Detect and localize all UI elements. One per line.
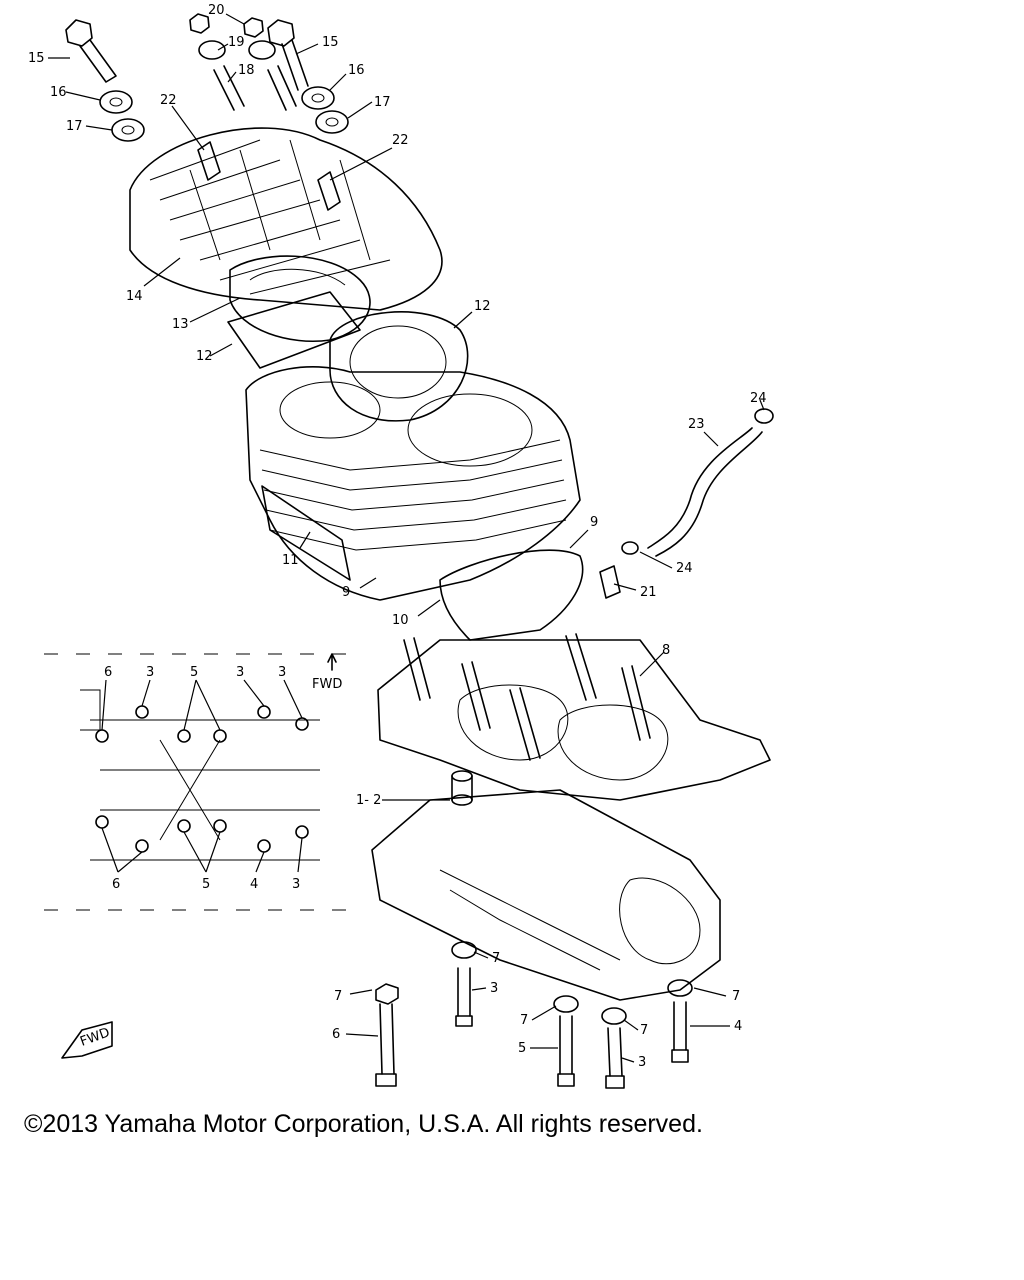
- washer-16-left: [99, 90, 133, 114]
- breather-fitting: [599, 565, 621, 599]
- bolt-3-center: [451, 941, 477, 1027]
- crankcase-upper: [377, 633, 771, 801]
- washer-17-right: [315, 110, 349, 134]
- callout-18: 18: [238, 63, 255, 78]
- cylinder-block: [245, 366, 581, 601]
- head-gasket-13: [229, 255, 371, 343]
- callout-9: 9: [590, 515, 598, 530]
- callout-13: 13: [172, 317, 189, 332]
- inset-top-num: 5: [190, 665, 198, 680]
- copyright-notice: ©2013 Yamaha Motor Corporation, U.S.A. A…: [24, 1110, 703, 1138]
- head-bolt-left: [65, 19, 117, 83]
- bolt-3-right: [601, 1007, 627, 1089]
- callout-19: 19: [228, 35, 245, 50]
- fwd-badge: FWD: [61, 1021, 113, 1059]
- dowel-pin: [451, 770, 473, 806]
- callout-3: 3: [490, 981, 498, 996]
- bolt-4: [667, 979, 693, 1063]
- gasket-12-right: [329, 311, 469, 422]
- callout-17: 17: [66, 119, 83, 134]
- bolt-pattern-inset: FWD 6 3 5 3 3 6 5 4 3: [44, 653, 350, 911]
- callout-6: 6: [332, 1027, 340, 1042]
- callout-12: 12: [196, 349, 213, 364]
- inset-fwd-label: FWD: [312, 677, 342, 692]
- inset-bottom-num: 3: [292, 877, 300, 892]
- callout-3: 3: [638, 1055, 646, 1070]
- inset-top-num: 3: [236, 665, 244, 680]
- breather-hose: [647, 427, 763, 557]
- inset-bottom-num: 4: [250, 877, 258, 892]
- nut-20-group: [189, 13, 276, 60]
- callout-4: 4: [734, 1019, 742, 1034]
- callout-7: 7: [492, 951, 500, 966]
- head-bolts-right: [213, 19, 309, 111]
- cylinder-head: [129, 127, 443, 311]
- inset-fwd-arrow-icon: [327, 653, 337, 671]
- base-gasket-9-left: [261, 485, 351, 581]
- inset-top-num: 3: [278, 665, 286, 680]
- crankcase-lower: [371, 789, 721, 1001]
- callout-12: 12: [474, 299, 491, 314]
- callout-5: 5: [518, 1041, 526, 1056]
- callout-21: 21: [640, 585, 657, 600]
- callout-7: 7: [732, 989, 740, 1004]
- inset-bolt-holes: [95, 705, 309, 853]
- bolt-5: [553, 995, 579, 1087]
- callout-17: 17: [374, 95, 391, 110]
- callout-1-2: 1- 2: [356, 793, 381, 808]
- base-gasket-9-right: [439, 549, 584, 641]
- callout-20: 20: [208, 3, 225, 18]
- callout-14: 14: [126, 289, 143, 304]
- inset-top-num: 3: [146, 665, 154, 680]
- callout-15: 15: [322, 35, 339, 50]
- callout-16: 16: [348, 63, 365, 78]
- bolt-6: [375, 983, 399, 1087]
- callout-7: 7: [520, 1013, 528, 1028]
- callout-10: 10: [392, 613, 409, 628]
- hose-clip-upper: [754, 408, 774, 424]
- callout-7: 7: [640, 1023, 648, 1038]
- callout-11: 11: [282, 553, 299, 568]
- callout-9: 9: [342, 585, 350, 600]
- callout-8: 8: [662, 643, 670, 658]
- inset-bottom-num: 5: [202, 877, 210, 892]
- gasket-12-left: [227, 291, 361, 369]
- callout-15: 15: [28, 51, 45, 66]
- callout-labels: 15 16 17 20 19 15 18 16 17 22 22 14 13 1…: [28, 3, 767, 1070]
- callout-24: 24: [750, 391, 767, 406]
- callout-22: 22: [392, 133, 409, 148]
- callout-23: 23: [688, 417, 705, 432]
- callout-leaders: [48, 13, 765, 1063]
- washer-16-right: [301, 86, 335, 110]
- inset-top-num: 6: [104, 665, 112, 680]
- callout-16: 16: [50, 85, 67, 100]
- inset-leaders: [101, 679, 303, 873]
- callout-24: 24: [676, 561, 693, 576]
- callout-22: 22: [160, 93, 177, 108]
- hose-clip-lower: [621, 541, 639, 555]
- inset-bottom-num: 6: [112, 877, 120, 892]
- washer-17-left: [111, 118, 145, 142]
- callout-7: 7: [334, 989, 342, 1004]
